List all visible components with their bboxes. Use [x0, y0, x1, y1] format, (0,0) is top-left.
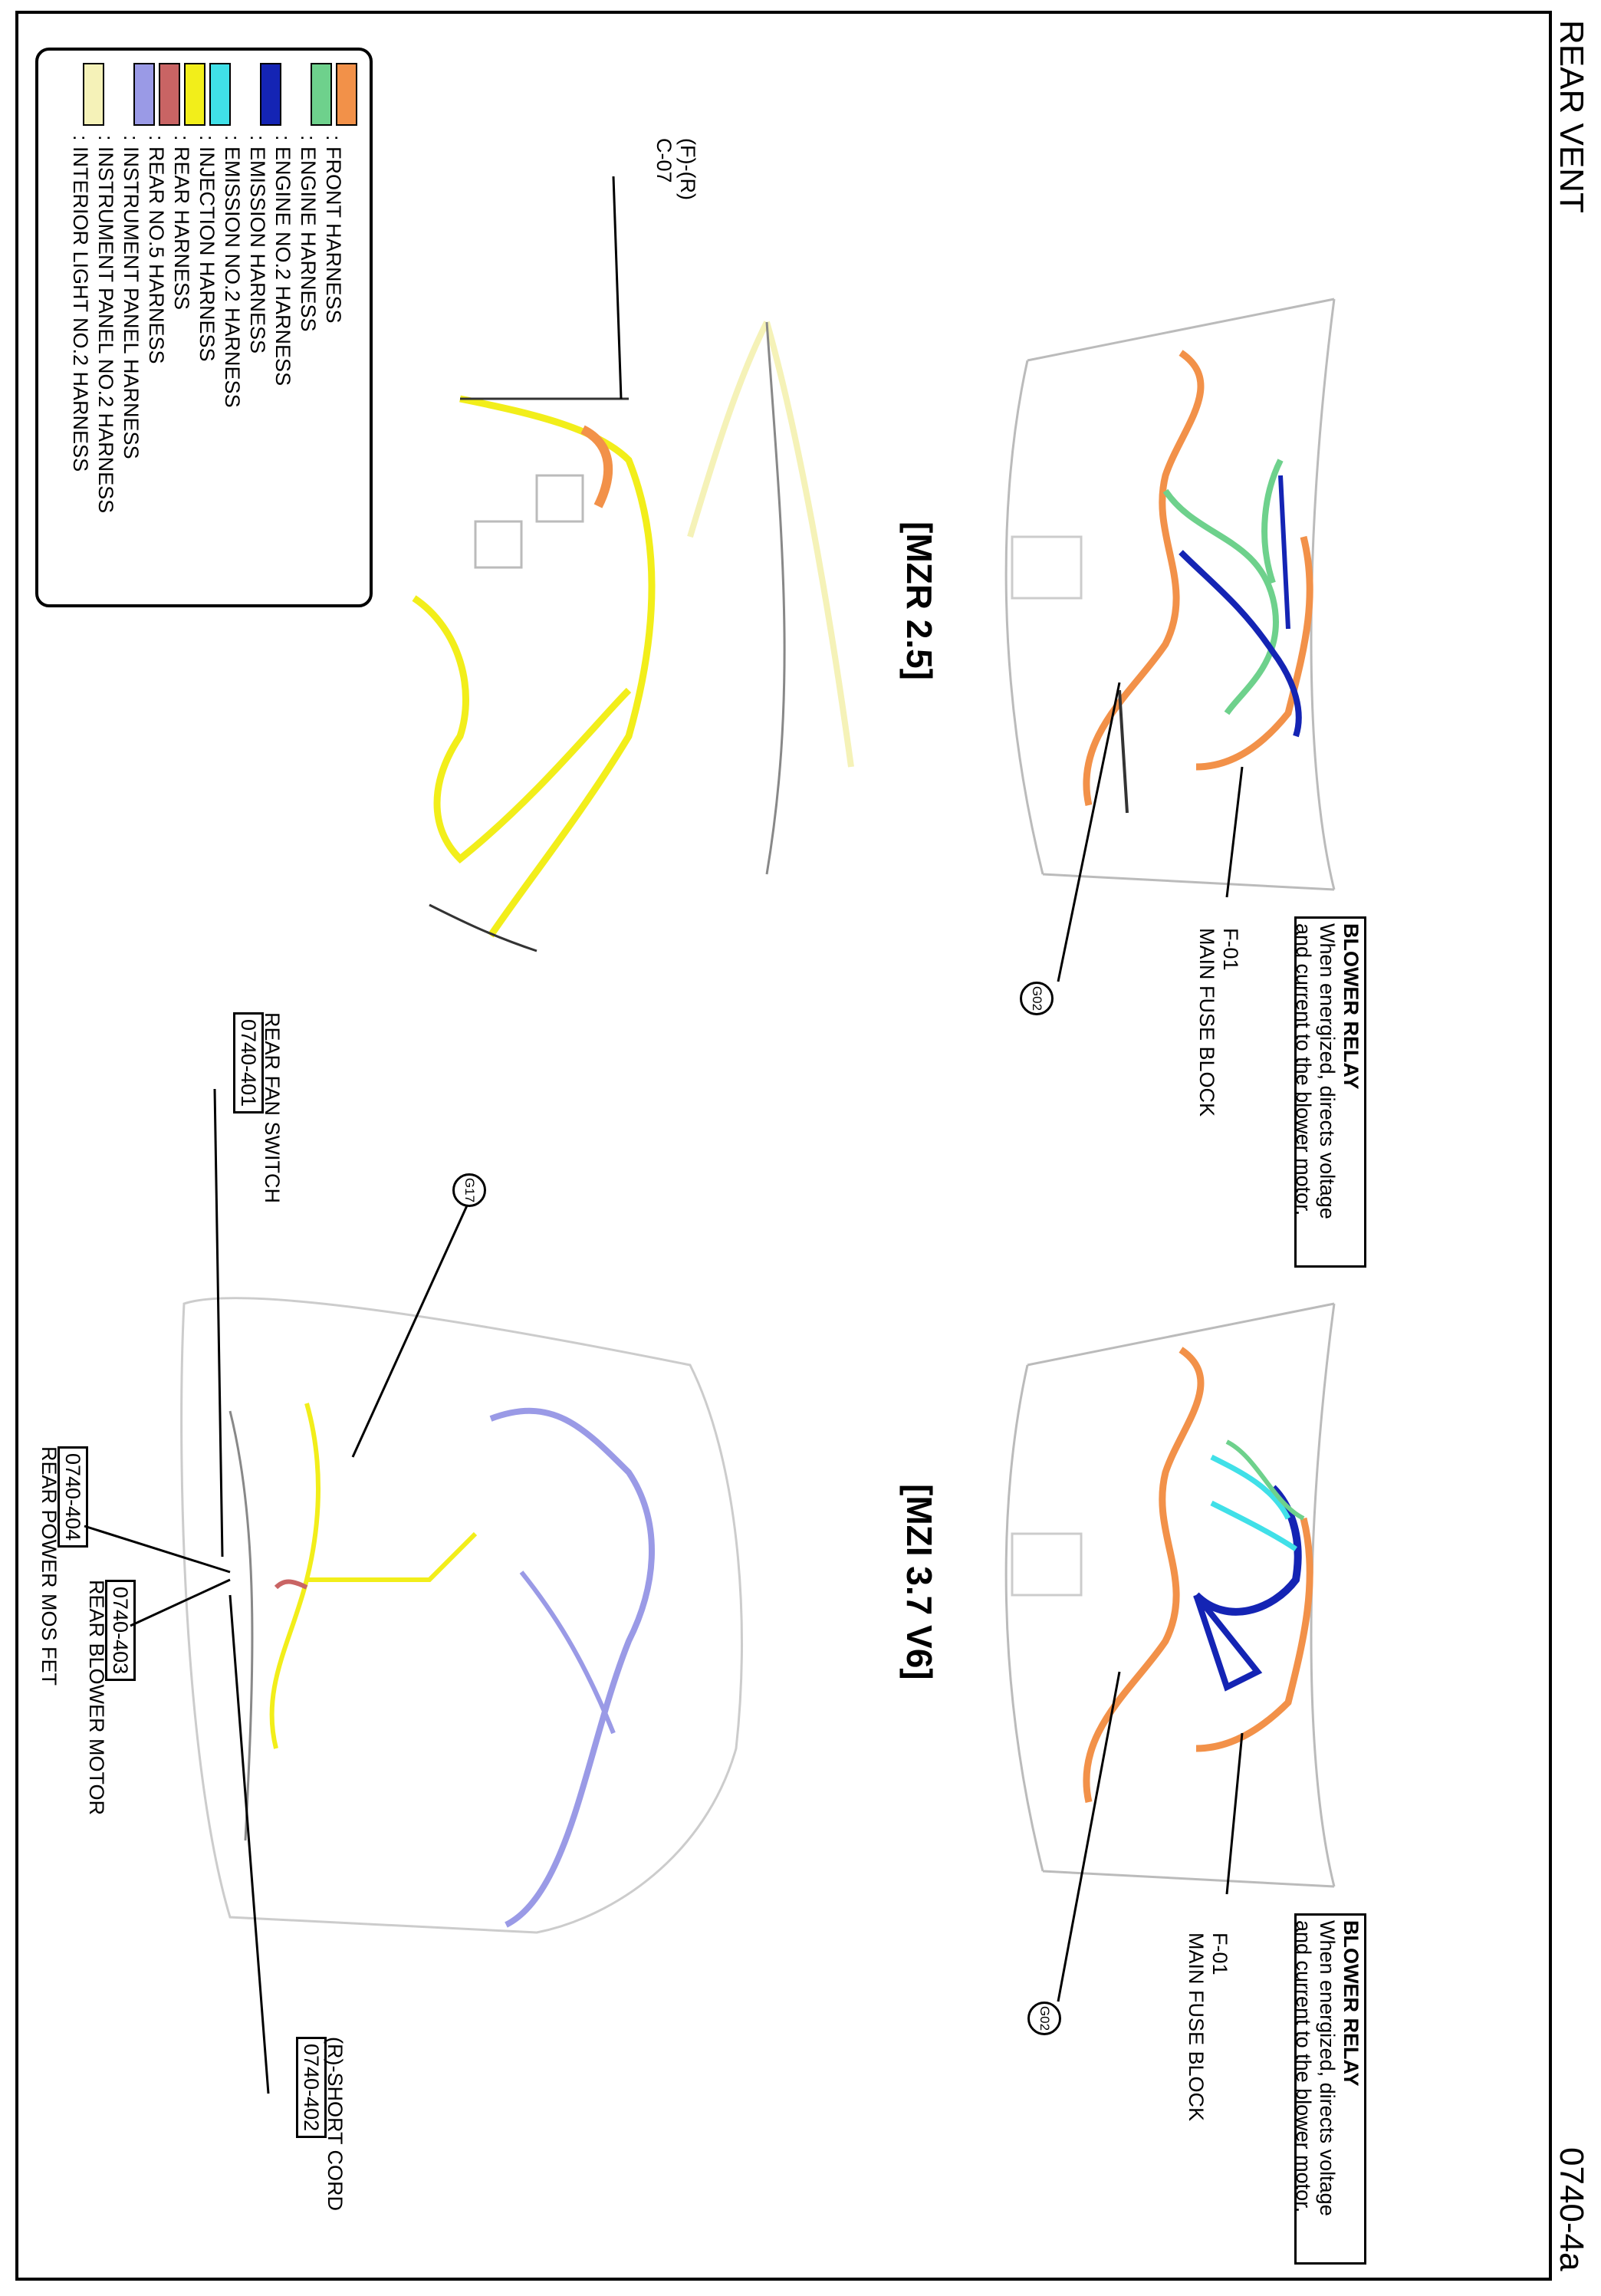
instrument-panel-view	[180, 1297, 743, 1934]
component-code: 0740-403	[105, 1580, 136, 1682]
ground-label: G17	[462, 1177, 477, 1203]
fuse-code: F-01	[1208, 1933, 1231, 1975]
harness-legend: : FRONT HARNESS: ENGINE HARNESS: ENGINE …	[35, 48, 373, 607]
component-code: 0740-401	[233, 1012, 264, 1114]
rear-fan-switch-label: REAR FAN SWITCH 0740-401	[233, 1012, 284, 1203]
variant-label-mzi: [MZI 3.7 V6]	[899, 1484, 939, 1680]
legend-swatch	[209, 63, 231, 126]
relay-desc-line1: When energized, directs voltage	[1316, 923, 1339, 1219]
short-cord-label: (R)-SHORT CORD 0740-402	[296, 2037, 347, 2211]
fuse-block-label-mzi: F-01 MAIN FUSE BLOCK	[1184, 1933, 1231, 2121]
rear-harness-view	[412, 321, 854, 952]
legend-swatch	[159, 63, 180, 126]
ground-label: G02	[1030, 985, 1044, 1011]
fuse-block-label-mzr: F-01 MAIN FUSE BLOCK	[1195, 928, 1242, 1117]
blower-relay-callout-mzr: BLOWER RELAY When energized, directs vol…	[1292, 916, 1366, 1268]
engine-bay-mzi	[1004, 1302, 1336, 1888]
leader-lines	[84, 176, 1244, 2094]
relay-desc-line2: and current to the blower motor.	[1292, 1920, 1315, 2213]
component-name: REAR BLOWER MOTOR	[85, 1580, 108, 1816]
relay-desc-line1: When energized, directs voltage	[1316, 1920, 1339, 2216]
rear-blower-motor-label: 0740-403 REAR BLOWER MOTOR	[84, 1580, 136, 1816]
fuse-name: MAIN FUSE BLOCK	[1195, 928, 1218, 1117]
legend-swatch	[184, 63, 205, 126]
component-code: 0740-404	[58, 1446, 88, 1548]
relay-title: BLOWER RELAY	[1340, 923, 1363, 1090]
legend-swatch	[133, 63, 155, 126]
connector-fr-label: (F)-(R) C-07	[652, 138, 699, 200]
relay-title: BLOWER RELAY	[1340, 1920, 1363, 2087]
legend-swatch	[83, 63, 104, 126]
ground-label: G02	[1037, 2005, 1052, 2031]
ground-marker-g02-mzr: G02	[1020, 982, 1054, 1015]
rear-power-mosfet-label: 0740-404 REAR POWER MOS FET	[37, 1446, 88, 1686]
blower-relay-callout-mzi: BLOWER RELAY When energized, directs vol…	[1292, 1913, 1366, 2265]
relay-desc-line2: and current to the blower motor.	[1292, 923, 1315, 1216]
legend-swatch	[336, 63, 357, 126]
connector-fr-line1: (F)-(R)	[676, 138, 699, 200]
component-name: REAR POWER MOS FET	[38, 1446, 61, 1686]
engine-bay-mzr	[1004, 298, 1336, 891]
variant-label-mzr: [MZR 2.5]	[899, 521, 939, 680]
fuse-name: MAIN FUSE BLOCK	[1185, 1933, 1208, 2122]
legend-swatch	[311, 63, 332, 126]
legend-swatch	[260, 63, 281, 126]
fuse-code: F-01	[1219, 928, 1242, 971]
ground-marker-g02-mzi: G02	[1027, 2002, 1061, 2035]
component-code: 0740-402	[296, 2037, 327, 2139]
ground-marker-g17: G17	[452, 1173, 486, 1207]
connector-fr-line2: C-07	[653, 138, 676, 183]
page-frame	[15, 11, 1552, 2281]
